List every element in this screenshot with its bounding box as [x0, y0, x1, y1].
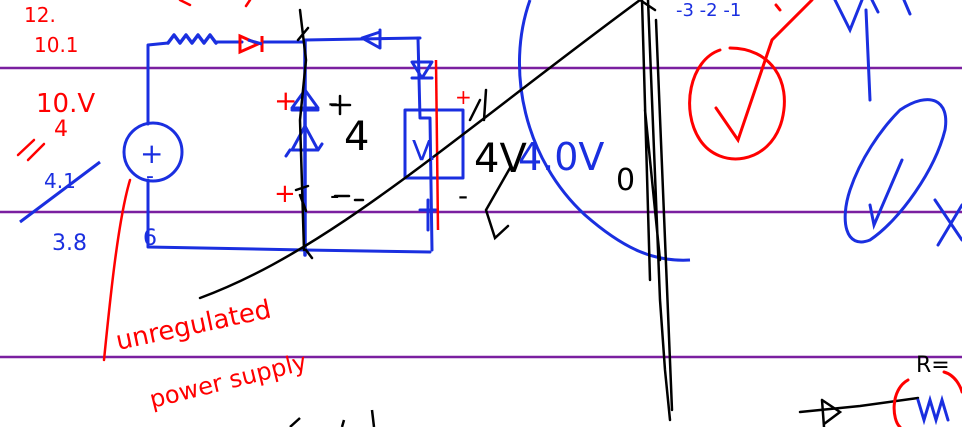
- ruled-lines: [0, 66, 962, 359]
- black-strokes: [198, 0, 674, 422]
- blue-circle-stroke: [518, 0, 691, 262]
- v-six: 6: [143, 226, 157, 251]
- v-three-eight: 3.8: [52, 231, 87, 256]
- source-plus: +: [140, 137, 163, 170]
- blue-arrow-left: [247, 38, 263, 46]
- checkmark-icon: [688, 0, 814, 161]
- load-label: V.: [412, 134, 436, 167]
- resistor-icon: [798, 370, 962, 427]
- top-left-1: 12.: [24, 3, 56, 27]
- blue-slash: [19, 160, 101, 224]
- output-zero: 0: [616, 163, 635, 198]
- mid-voltage: 4V: [474, 136, 527, 182]
- source-minus: -: [146, 164, 154, 189]
- load-minus: -: [458, 179, 468, 212]
- zener-minus-top: -: [328, 86, 338, 119]
- output-voltage: 4.0V: [518, 135, 604, 179]
- zener-minus-bottom: -: [330, 181, 339, 211]
- load-box: [403, 108, 465, 180]
- red-vertical-stroke: [434, 59, 440, 231]
- blue-right-shapes: [833, 0, 962, 247]
- voltage-source-icon: [122, 121, 184, 183]
- resistor-label: R=: [916, 353, 950, 378]
- top-marks: -3 -2 -1: [676, 0, 741, 21]
- zener-value: 4: [344, 114, 369, 160]
- v-four: 4: [54, 117, 68, 142]
- zener-plus-bottom: +: [274, 179, 296, 209]
- annotation-line1: unregulated: [113, 295, 274, 357]
- red-scribbles: [16, 0, 252, 362]
- v-four-one: 4.1: [44, 169, 76, 193]
- bottom-fragments: [289, 409, 376, 427]
- top-left-2: 10.1: [34, 33, 79, 57]
- zener-plus-top: +: [274, 84, 297, 117]
- load-plus: +: [455, 85, 472, 109]
- v-ten: 10.V: [36, 89, 95, 119]
